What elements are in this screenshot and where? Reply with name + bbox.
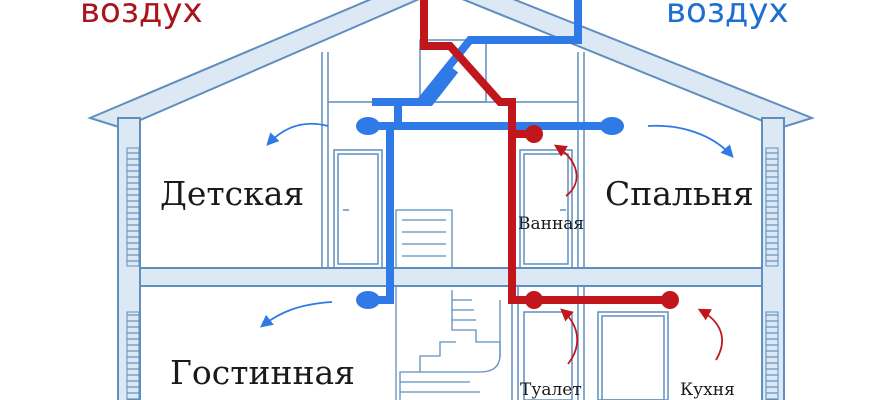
room-label-kitchen: Кухня — [680, 380, 735, 400]
window-right-lower — [765, 311, 779, 400]
window-left-lower — [126, 311, 140, 400]
floor-slab — [139, 267, 763, 287]
airflow-arrow-icon — [260, 122, 734, 328]
window-left-upper — [126, 147, 140, 267]
room-label-living: Гостинная — [170, 353, 355, 392]
door-icon — [333, 149, 669, 400]
outer-walls — [117, 117, 785, 400]
room-label-toilet: Туалет — [520, 380, 582, 400]
exhaust-grille-icon — [525, 125, 679, 309]
exhaust-air-label: воздух — [80, 0, 203, 31]
staircase-icon — [395, 209, 501, 400]
airflow-arrow-icon — [553, 144, 723, 365]
room-label-bedroom: Спальня — [605, 174, 754, 213]
supply-air-label: воздух — [666, 0, 789, 31]
room-label-kids: Детская — [160, 174, 305, 213]
window-right-upper — [765, 147, 779, 267]
supply-diffuser-icon — [356, 117, 624, 309]
room-label-bathroom: Ванная — [518, 214, 585, 234]
